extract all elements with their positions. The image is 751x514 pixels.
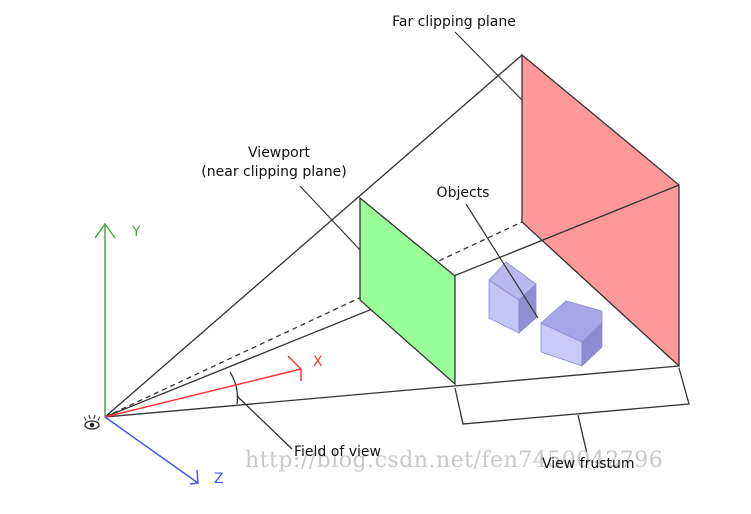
axis-x-label: X <box>313 354 323 370</box>
view-frustum-bracket <box>454 367 690 459</box>
eye-icon <box>83 414 101 430</box>
y-axis <box>94 222 116 417</box>
objects-label: Objects <box>437 185 490 201</box>
far-plane-label: Far clipping plane <box>392 14 516 30</box>
cube-object-1 <box>488 261 537 334</box>
x-axis <box>104 355 302 418</box>
view-frustum-label: View frustum <box>542 456 635 472</box>
axis-z-label: Z <box>214 471 224 487</box>
field-of-view-marker <box>229 371 293 450</box>
leader-lines <box>299 31 539 319</box>
field-of-view-label: Field of view <box>294 444 381 460</box>
axis-y-label: Y <box>131 224 141 240</box>
viewport-label-line1: Viewport <box>248 145 310 161</box>
viewport-label-line2: (near clipping plane) <box>201 164 346 180</box>
cube-object-2 <box>540 300 603 367</box>
near-clipping-plane <box>359 196 456 386</box>
z-axis <box>104 416 199 485</box>
watermark: http://blog.csdn.net/fen7450042796 <box>245 448 663 473</box>
